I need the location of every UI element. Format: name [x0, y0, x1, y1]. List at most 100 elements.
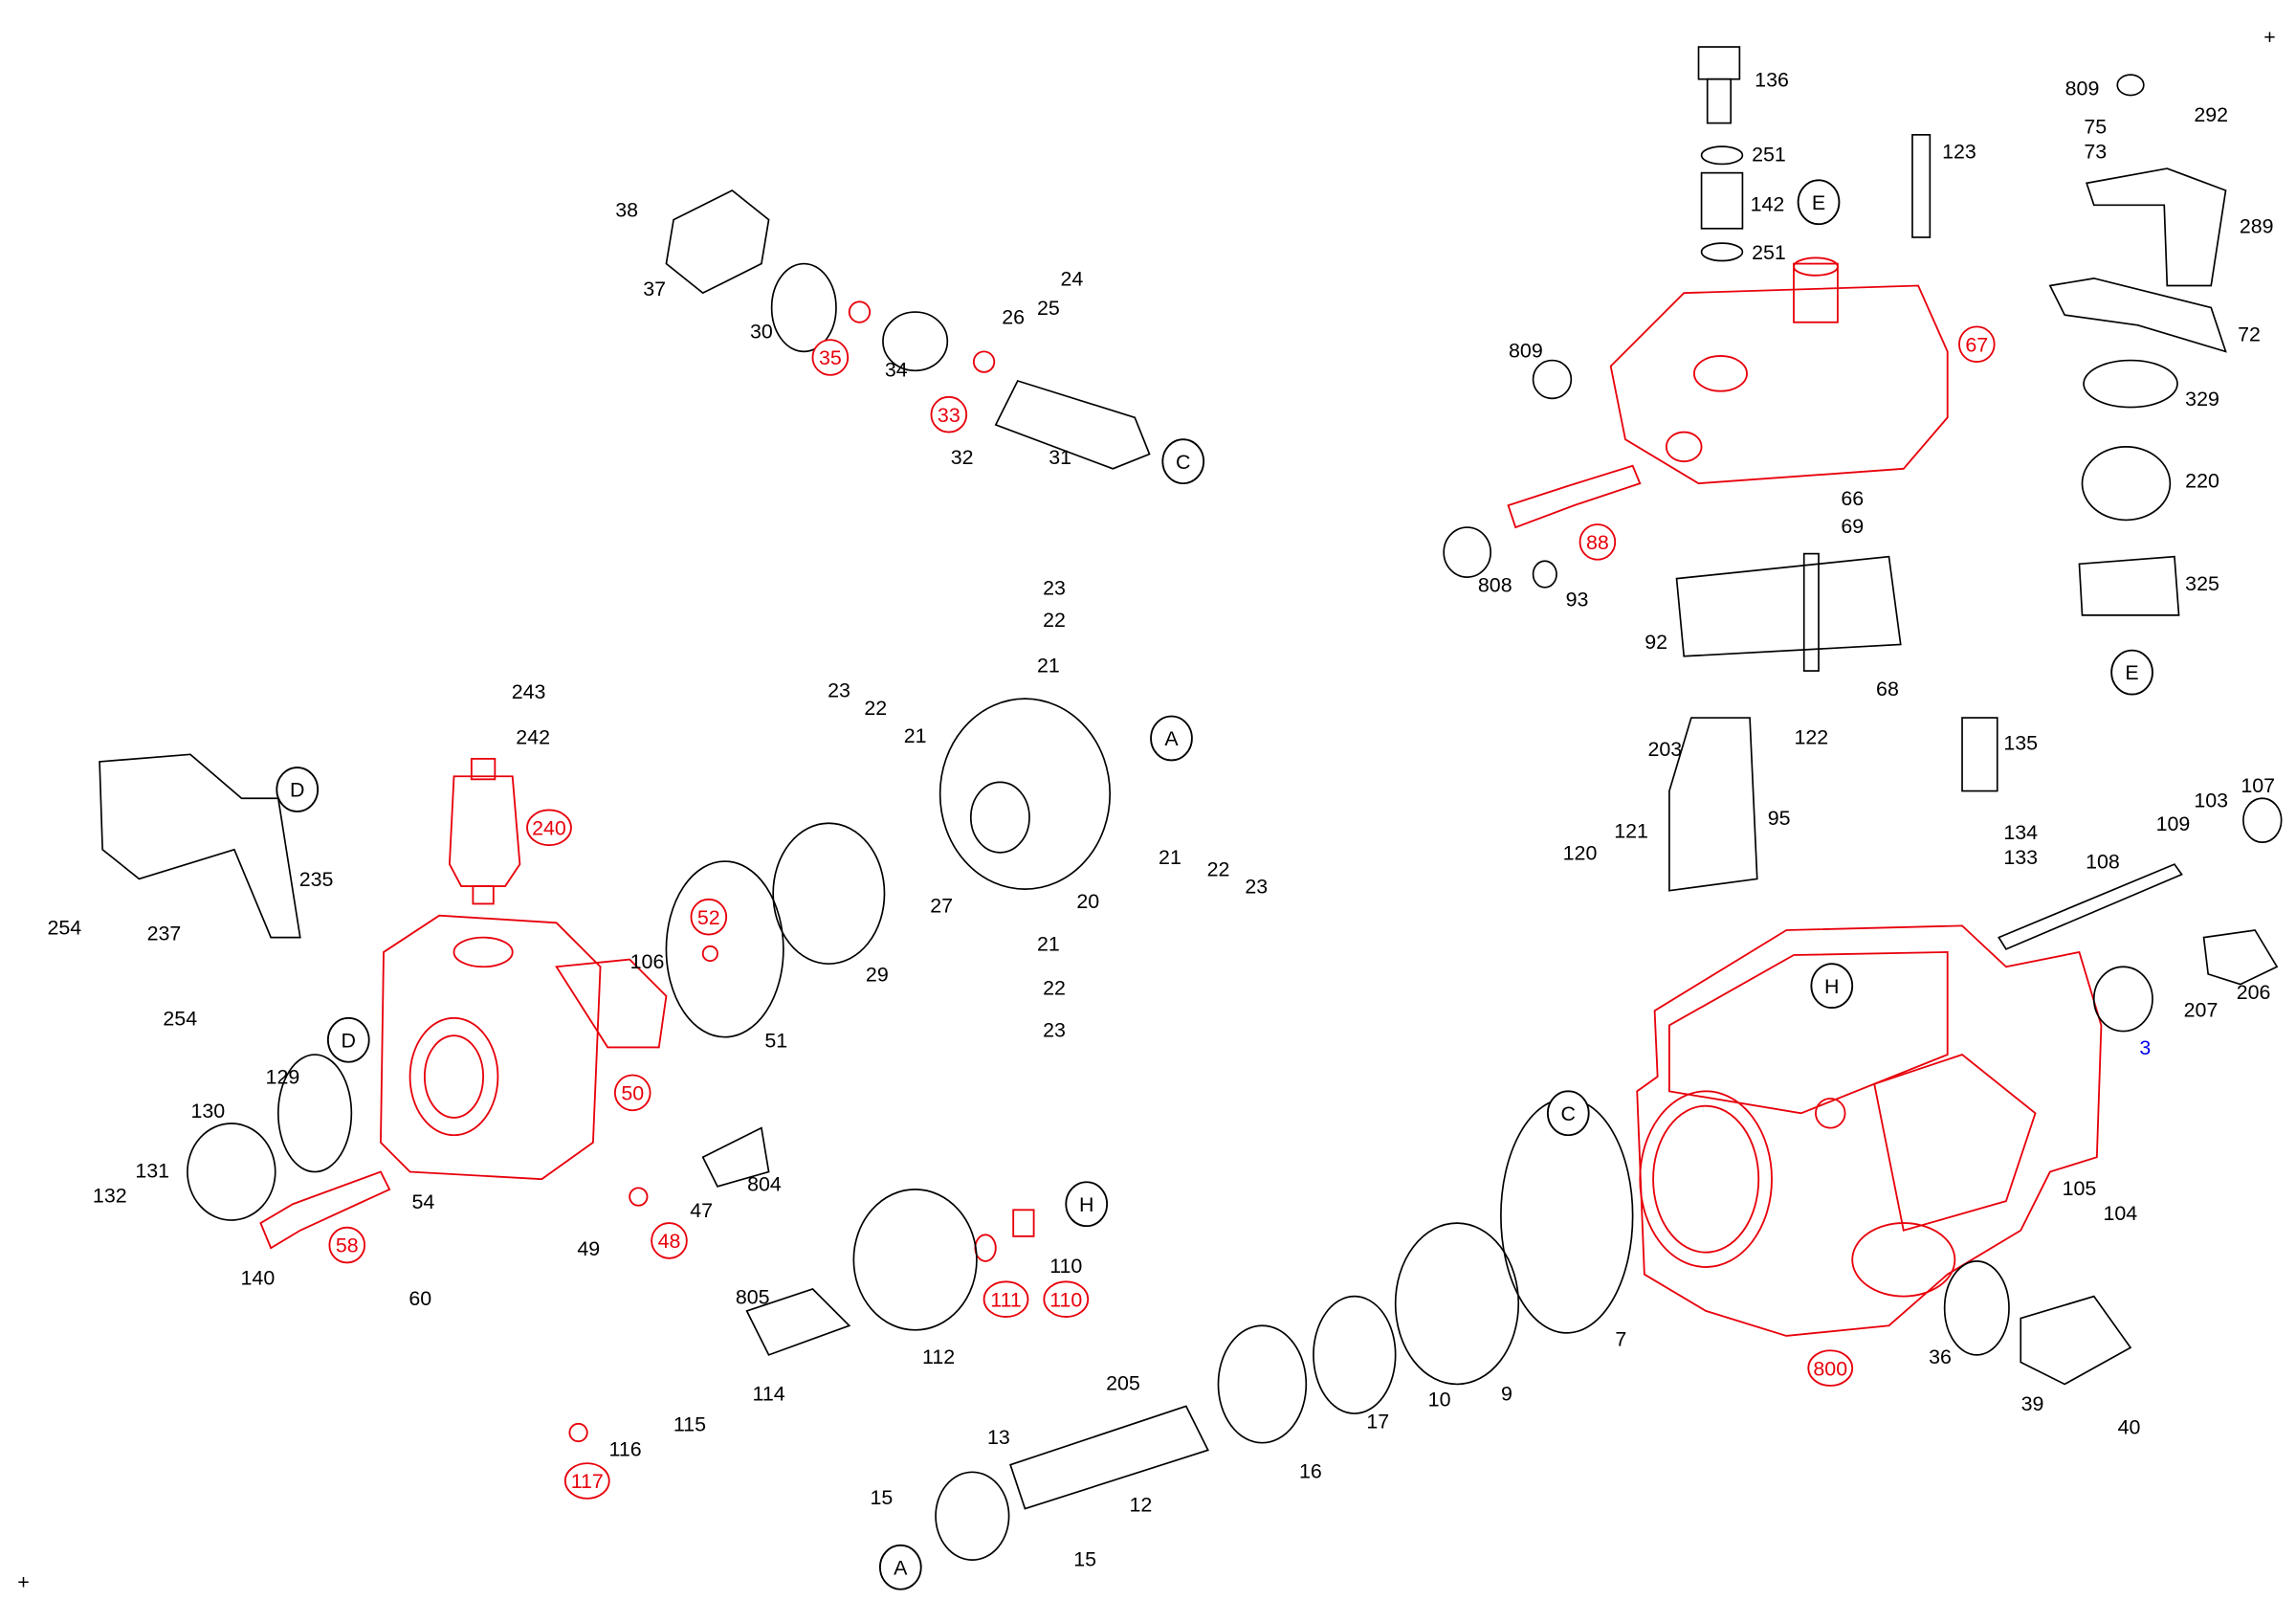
part-number-callout[interactable]: 254: [163, 1007, 197, 1030]
part-number-callout[interactable]: 17: [1366, 1410, 1389, 1433]
part-number-callout[interactable]: 110: [1049, 1255, 1082, 1278]
part-number-callout[interactable]: 235: [299, 868, 334, 891]
reference-letter-callout[interactable]: H: [1065, 1181, 1109, 1228]
part-number-callout[interactable]: 112: [922, 1345, 955, 1368]
reference-letter-callout[interactable]: A: [1150, 715, 1193, 762]
reference-letter-callout[interactable]: C: [1161, 438, 1205, 485]
part-number-callout[interactable]: 22: [1207, 857, 1230, 880]
part-number-callout[interactable]: 134: [2003, 821, 2038, 844]
part-number-callout[interactable]: 47: [690, 1199, 713, 1222]
part-number-callout[interactable]: 22: [1043, 609, 1066, 632]
part-number-callout[interactable]: 60: [408, 1287, 431, 1310]
part-number-callout[interactable]: 109: [2156, 812, 2191, 835]
part-number-callout[interactable]: 37: [643, 278, 666, 300]
part-number-callout[interactable]: 52: [690, 898, 728, 936]
part-number-callout[interactable]: 242: [516, 726, 550, 749]
part-number-callout[interactable]: 15: [871, 1486, 894, 1509]
part-number-callout[interactable]: 800: [1807, 1349, 1854, 1387]
part-number-callout[interactable]: 122: [1795, 726, 1829, 749]
delivery-valve-88[interactable]: [1507, 464, 1642, 529]
part-number-callout[interactable]: 140: [241, 1266, 276, 1289]
part-number-callout[interactable]: 32: [951, 446, 974, 469]
part-number-callout[interactable]: 49: [577, 1237, 600, 1260]
part-number-callout[interactable]: +: [17, 1571, 30, 1594]
part-number-callout[interactable]: 203: [1647, 738, 1682, 761]
part-number-callout[interactable]: 809: [2065, 78, 2100, 100]
part-number-callout[interactable]: 106: [630, 950, 665, 973]
part-number-callout[interactable]: 30: [750, 321, 773, 344]
part-number-callout[interactable]: 54: [411, 1190, 434, 1213]
part-number-callout[interactable]: 73: [2084, 140, 2107, 163]
part-number-callout[interactable]: 251: [1752, 143, 1786, 166]
part-number-callout[interactable]: 16: [1299, 1459, 1322, 1482]
part-number-callout[interactable]: 251: [1752, 241, 1786, 264]
part-number-callout[interactable]: 136: [1755, 68, 1789, 91]
part-number-callout[interactable]: 58: [328, 1226, 366, 1264]
part-number-callout[interactable]: 40: [2118, 1416, 2141, 1439]
part-number-callout[interactable]: 95: [1768, 807, 1791, 830]
part-number-callout[interactable]: 130: [190, 1100, 225, 1123]
part-number-callout[interactable]: 24: [1061, 268, 1084, 291]
part-number-callout[interactable]: 21: [1159, 846, 1181, 869]
reference-letter-callout[interactable]: E: [1797, 179, 1841, 226]
part-number-callout[interactable]: 131: [135, 1160, 169, 1183]
part-number-callout[interactable]: 39: [2021, 1392, 2044, 1415]
part-number-callout[interactable]: 10: [1428, 1388, 1451, 1411]
part-number-callout[interactable]: 50: [613, 1074, 651, 1112]
screw-58[interactable]: [259, 1170, 391, 1250]
part-number-callout[interactable]: 72: [2238, 323, 2261, 346]
part-number-callout[interactable]: 23: [828, 679, 850, 702]
part-number-callout[interactable]: 240: [526, 809, 572, 847]
part-number-callout[interactable]: 66: [1841, 487, 1864, 510]
part-number-callout[interactable]: 21: [1037, 932, 1060, 955]
part-number-callout[interactable]: 22: [864, 697, 887, 720]
part-number-callout[interactable]: 21: [904, 724, 927, 747]
part-number-callout[interactable]: 9: [1501, 1382, 1512, 1405]
part-number-callout[interactable]: 809: [1509, 340, 1543, 363]
part-number-callout[interactable]: 31: [1049, 446, 1071, 469]
part-number-callout[interactable]: 7: [1615, 1328, 1626, 1351]
part-number-callout[interactable]: 117: [563, 1462, 610, 1500]
part-number-callout[interactable]: 110: [1043, 1280, 1090, 1318]
reference-letter-callout[interactable]: D: [276, 767, 320, 812]
part-number-callout[interactable]: 121: [1614, 820, 1648, 843]
part-number-callout[interactable]: 104: [2103, 1202, 2137, 1225]
part-number-callout[interactable]: 243: [512, 680, 546, 703]
part-number-callout[interactable]: 23: [1043, 576, 1066, 599]
part-number-callout[interactable]: 15: [1073, 1547, 1096, 1570]
reference-letter-callout[interactable]: D: [326, 1016, 370, 1063]
part-number-callout[interactable]: 205: [1106, 1372, 1140, 1395]
part-number-callout[interactable]: 67: [1958, 325, 1996, 364]
part-number-callout[interactable]: 254: [47, 917, 81, 940]
part-number-callout[interactable]: 29: [866, 964, 889, 987]
part-number-callout[interactable]: 123: [1942, 140, 1976, 163]
part-number-callout[interactable]: 329: [2185, 388, 2219, 411]
part-number-callout[interactable]: 38: [615, 199, 638, 222]
part-number-callout[interactable]: 129: [266, 1066, 300, 1089]
pump-housing-800[interactable]: [1636, 924, 2103, 1337]
part-number-callout[interactable]: 108: [2086, 851, 2120, 874]
reference-letter-callout[interactable]: E: [2110, 649, 2153, 696]
part-number-callout[interactable]: 120: [1563, 842, 1598, 865]
reference-letter-callout[interactable]: A: [878, 1544, 922, 1590]
part-number-callout[interactable]: 132: [93, 1185, 127, 1208]
part-number-callout[interactable]: 103: [2194, 789, 2228, 812]
part-number-callout[interactable]: 21: [1037, 655, 1060, 678]
part-number-callout[interactable]: 35: [811, 339, 850, 376]
part-number-callout[interactable]: 105: [2063, 1177, 2097, 1200]
part-number-callout[interactable]: 325: [2185, 572, 2219, 595]
part-number-callout[interactable]: 27: [930, 895, 953, 918]
part-number-callout[interactable]: 114: [753, 1382, 785, 1405]
part-number-callout[interactable]: 20: [1076, 890, 1099, 913]
part-number-callout[interactable]: 804: [747, 1172, 782, 1195]
part-number-callout[interactable]: 135: [2003, 732, 2038, 755]
part-number-callout[interactable]: 48: [651, 1222, 688, 1259]
part-number-callout[interactable]: 133: [2003, 846, 2038, 869]
part-number-callout[interactable]: 289: [2240, 214, 2274, 237]
part-number-callout[interactable]: 68: [1876, 678, 1899, 700]
part-number-callout[interactable]: 206: [2237, 981, 2271, 1004]
distributor-head-67[interactable]: [1609, 256, 1949, 485]
part-number-callout[interactable]: 805: [736, 1285, 770, 1308]
part-number-callout[interactable]: 23: [1043, 1019, 1066, 1042]
part-number-callout[interactable]: 142: [1751, 192, 1785, 215]
